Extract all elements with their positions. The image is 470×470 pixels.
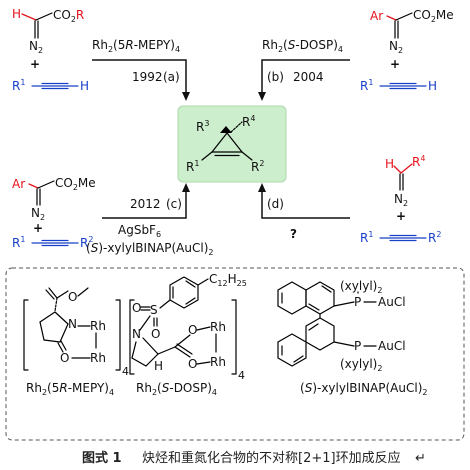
dosp-o-right: O (151, 327, 160, 341)
reaction-b-reactants: Ar CO2Me N2 + R1 H (360, 8, 454, 93)
reaction-d-arrow: (d) ? (258, 183, 350, 241)
dosp-o-top: O (188, 323, 197, 337)
reaction-b-arrow: Rh2(S-DOSP)4 (b) 2004 (258, 38, 350, 101)
alkyne-b-h: H (428, 79, 437, 93)
reaction-a-arrow: Rh2(5R-MEPY)4 1992 (a) (92, 38, 190, 101)
reaction-c-arrow: 2012 (c) AgSbF6 (S)-xylylBINAP(AuCl)2 (86, 183, 213, 257)
dosp-o-bottom: O (188, 357, 197, 371)
alkyne-a-r1: R1 (12, 78, 25, 93)
alkyne-c-r1: R1 (12, 235, 25, 250)
diazo-a-n2: N2 (29, 39, 43, 55)
catalyst-binap-structure: P AuCl (xylyl)2 P AuCl (xylyl)2 (S)-xyly… (277, 279, 427, 397)
mepy-rh-bottom: Rh (90, 351, 106, 365)
catalyst-dosp-structure: C12H25 O S O N H O O Rh Rh 4 Rh2(S-DOSP)… (129, 272, 247, 397)
catalyst-c2: (S)-xylylBINAP(AuCl)2 (86, 241, 213, 257)
diazo-d-n2: N2 (394, 192, 408, 208)
alkyne-d-r1: R1 (360, 230, 373, 245)
mepy-count: 4 (122, 365, 129, 378)
caption-text: 炔烃和重氮化合物的不对称[2+1]环加成反应 (142, 450, 401, 466)
catalyst-c1: AgSbF6 (118, 223, 161, 239)
figure-caption: 图式 1 炔烃和重氮化合物的不对称[2+1]环加成反应 ↵ (82, 450, 426, 466)
reaction-c-reactants: Ar CO2Me N2 + R1 R2 (12, 176, 96, 250)
alkyne-c-r2: R2 (80, 235, 93, 250)
alkyne-b-r1: R1 (360, 78, 373, 93)
binap-xylyl-top: (xylyl)2 (340, 279, 382, 295)
binap-aucl-bottom: AuCl (378, 339, 406, 353)
year-a: 1992 (132, 70, 163, 84)
mepy-ester-o: O (68, 290, 77, 304)
dosp-o-left: O (132, 301, 141, 315)
diazo-b-ester: CO2Me (413, 8, 454, 24)
diazo-c-n2: N2 (31, 206, 45, 222)
diazo-d-h: H (385, 157, 394, 171)
product-r4: R4 (242, 114, 255, 129)
label-b: (b) (267, 70, 284, 84)
catalyst-a: Rh2(5R-MEPY)4 (92, 38, 180, 54)
alkyne-d-r2: R2 (428, 230, 441, 245)
question-d: ? (290, 227, 297, 241)
label-d: (d) (267, 197, 284, 211)
binap-xylyl-bottom: (xylyl)2 (340, 357, 382, 373)
catalyst-box (5, 267, 465, 441)
binap-p-bottom: P (354, 339, 361, 353)
mepy-n: N (68, 317, 77, 331)
catalyst-mepy-structure: O N O Rh Rh 4 Rh2(5R-MEPY)4 (23, 287, 129, 397)
year-c: 2012 (130, 197, 161, 211)
caption-label: 图式 1 (82, 450, 122, 466)
plus-a: + (30, 57, 40, 71)
label-c: (c) (166, 197, 182, 211)
reaction-d-reactants: H R4 N2 + R1 R2 (360, 154, 441, 245)
alkyne-a-h: H (80, 79, 89, 93)
reaction-a-reactants: H CO2R N2 + R1 H (12, 7, 89, 93)
dosp-name: Rh2(S-DOSP)4 (136, 381, 217, 397)
mepy-o: O (60, 351, 69, 365)
binap-name: (S)-xylylBINAP(AuCl)2 (300, 381, 427, 397)
binap-aucl-top: AuCl (378, 295, 406, 309)
mepy-rh-top: Rh (90, 319, 106, 333)
mepy-name: Rh2(5R-MEPY)4 (26, 381, 114, 397)
plus-d: + (396, 209, 406, 223)
product-r3: R3 (196, 119, 209, 134)
diazo-d-r4: R4 (412, 154, 425, 169)
catalyst-b: Rh2(S-DOSP)4 (262, 38, 343, 54)
product-cyclopropene: R3 R4 R1 R2 (177, 105, 287, 183)
diazo-b-n2: N2 (389, 39, 403, 55)
plus-b: + (390, 57, 400, 71)
product-r1: R1 (186, 159, 199, 174)
caption-mark: ↵ (415, 451, 426, 466)
diazo-b-ar: Ar (370, 9, 383, 23)
dosp-rh-top: Rh (210, 320, 226, 334)
dosp-h: H (154, 359, 163, 373)
product-r2: R2 (251, 159, 264, 174)
product-highlight (177, 105, 287, 183)
year-b: 2004 (293, 70, 324, 84)
plus-c: + (33, 221, 43, 235)
diazo-c-ester: CO2Me (55, 176, 96, 192)
diazo-c-ar: Ar (12, 177, 25, 191)
diazo-a-h: H (12, 7, 21, 21)
binap-p-top: P (354, 295, 361, 309)
diazo-a-ester: CO2R (53, 8, 84, 24)
dosp-count: 4 (238, 369, 245, 382)
dosp-c12h25: C12H25 (209, 272, 247, 288)
dosp-rh-bottom: Rh (210, 355, 226, 369)
dosp-n: N (132, 327, 141, 341)
label-a: (a) (163, 70, 180, 84)
dosp-s: S (150, 303, 158, 317)
